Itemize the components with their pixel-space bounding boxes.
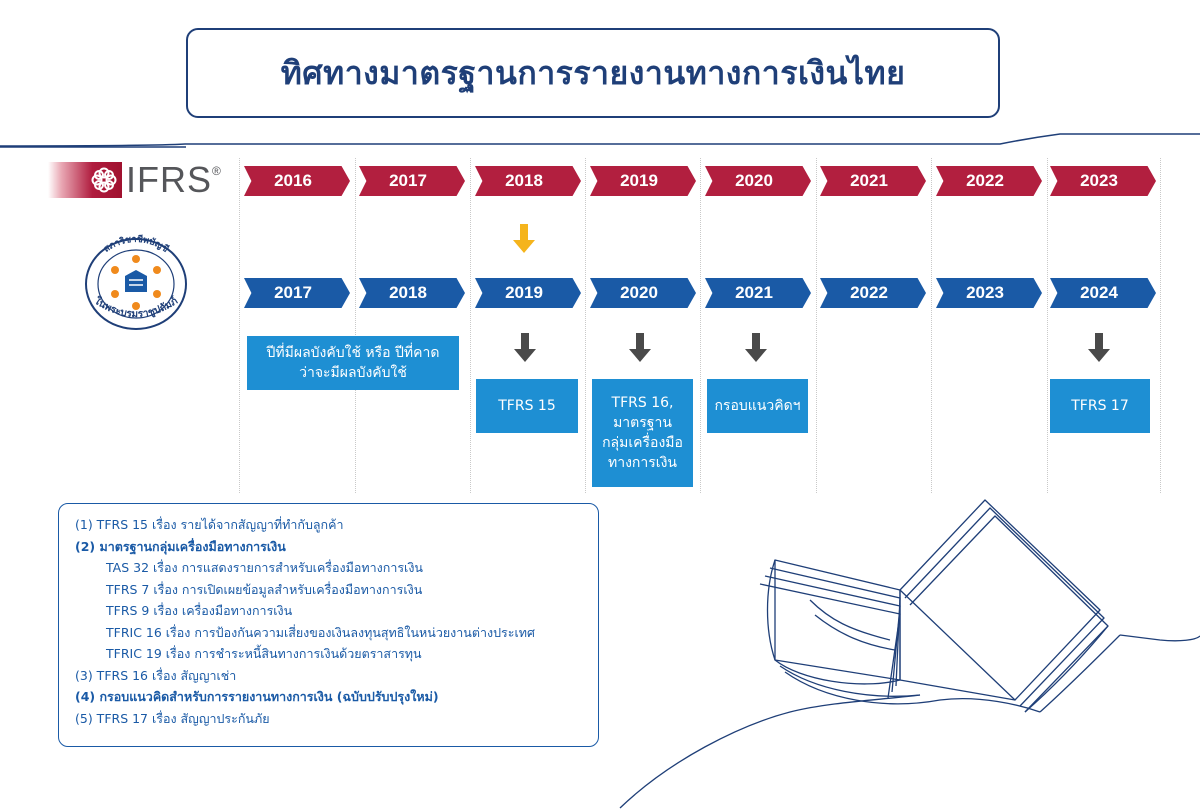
year-column-divider (470, 158, 471, 493)
standard-box-tfrs15: TFRS 15 (476, 379, 578, 433)
legend-item: (4) กรอบแนวคิดสำหรับการรายงานทางการเงิน … (75, 689, 439, 704)
tfrs-year-chevron: 2020 (590, 278, 696, 308)
tfrs-year-chevron: 2017 (244, 278, 350, 308)
tfrs-year-chevron: 2023 (936, 278, 1042, 308)
legend-subitem: TFRIC 16 เรื่อง การป้องกันความเสี่ยงของเ… (106, 624, 535, 640)
effective-year-note: ปีที่มีผลบังคับใช้ หรือ ปีที่คาดว่าจะมีผ… (247, 336, 459, 390)
ifrs-year-chevron: 2020 (705, 166, 811, 196)
year-column-divider (1047, 158, 1048, 493)
ifrs-year-chevron: 2017 (359, 166, 465, 196)
standard-label: TFRS 17 (1071, 398, 1129, 414)
year-column-divider (239, 158, 240, 493)
tfrs-year-chevron: 2019 (475, 278, 581, 308)
svg-text:สภาวิชาชีพบัญชี: สภาวิชาชีพบัญชี (102, 234, 170, 255)
tfrs-year-chevron: 2018 (359, 278, 465, 308)
year-column-divider (355, 158, 356, 493)
tfrs-year-chevron: 2021 (705, 278, 811, 308)
tfac-logo: สภาวิชาชีพบัญชี ในพระบรมราชูปถัมภ์ (85, 234, 187, 330)
year-column-divider (700, 158, 701, 493)
legend-item: (1) TFRS 15 เรื่อง รายได้จากสัญญาที่ทำกั… (75, 517, 344, 532)
standard-box-tfrs17: TFRS 17 (1050, 379, 1150, 433)
effective-arrow-icon (514, 333, 536, 362)
mapping-arrow-icon (513, 224, 535, 253)
standard-label: กรอบแนวคิดฯ (714, 398, 801, 414)
legend-item: (5) TFRS 17 เรื่อง สัญญาประกันภัย (75, 710, 270, 726)
ifrs-flower-icon (91, 167, 117, 193)
year-column-divider (931, 158, 932, 493)
ifrs-year-chevron: 2023 (1050, 166, 1156, 196)
open-book-illustration (619, 499, 1200, 809)
effective-arrow-icon (745, 333, 767, 362)
ifrs-registered-mark: ® (212, 164, 221, 178)
standard-box-framework: กรอบแนวคิดฯ (707, 379, 808, 433)
standard-box-tfrs16: TFRS 16, มาตรฐานกลุ่มเครื่องมือทางการเงิ… (592, 379, 693, 487)
effective-arrow-icon (1088, 333, 1110, 362)
tfac-logo-top-text: สภาวิชาชีพบัญชี (102, 234, 170, 255)
ifrs-year-chevron: 2022 (936, 166, 1042, 196)
legend-subitem: TAS 32 เรื่อง การแสดงรายการสำหรับเครื่อง… (106, 560, 423, 575)
ifrs-year-chevron: 2019 (590, 166, 696, 196)
legend-subitem: TFRIC 19 เรื่อง การชำระหนี้สินทางการเงิน… (106, 646, 422, 661)
tfrs-year-chevron: 2022 (820, 278, 926, 308)
year-column-divider (816, 158, 817, 493)
standard-label: TFRS 15 (498, 398, 556, 414)
tfrs-year-chevron: 2024 (1050, 278, 1156, 308)
page-title-box: ทิศทางมาตรฐานการรายงานทางการเงินไทย (186, 28, 1000, 118)
ifrs-year-chevron: 2021 (820, 166, 926, 196)
ifrs-year-chevron: 2016 (244, 166, 350, 196)
title-underline (0, 133, 1200, 148)
effective-arrow-icon (629, 333, 651, 362)
legend-item: (2) มาตรฐานกลุ่มเครื่องมือทางการเงิน (75, 538, 286, 554)
ifrs-logo: IFRS ® (48, 162, 228, 198)
year-column-divider (585, 158, 586, 493)
year-column-divider (1160, 158, 1161, 493)
legend-box: (1) TFRS 15 เรื่อง รายได้จากสัญญาที่ทำกั… (58, 503, 599, 747)
page-title: ทิศทางมาตรฐานการรายงานทางการเงินไทย (280, 53, 906, 92)
standard-label: TFRS 16, มาตรฐานกลุ่มเครื่องมือทางการเงิ… (602, 395, 683, 471)
effective-year-note-text: ปีที่มีผลบังคับใช้ หรือ ปีที่คาดว่าจะมีผ… (266, 345, 440, 381)
legend-subitem: TFRS 9 เรื่อง เครื่องมือทางการเงิน (106, 603, 293, 618)
ifrs-logo-text: IFRS (126, 159, 213, 200)
ifrs-logo-bar (48, 162, 122, 198)
legend-subitem: TFRS 7 เรื่อง การเปิดเผยข้อมูลสำหรับเครื… (106, 581, 423, 597)
ifrs-year-chevron: 2018 (475, 166, 581, 196)
legend-item: (3) TFRS 16 เรื่อง สัญญาเช่า (75, 667, 237, 683)
